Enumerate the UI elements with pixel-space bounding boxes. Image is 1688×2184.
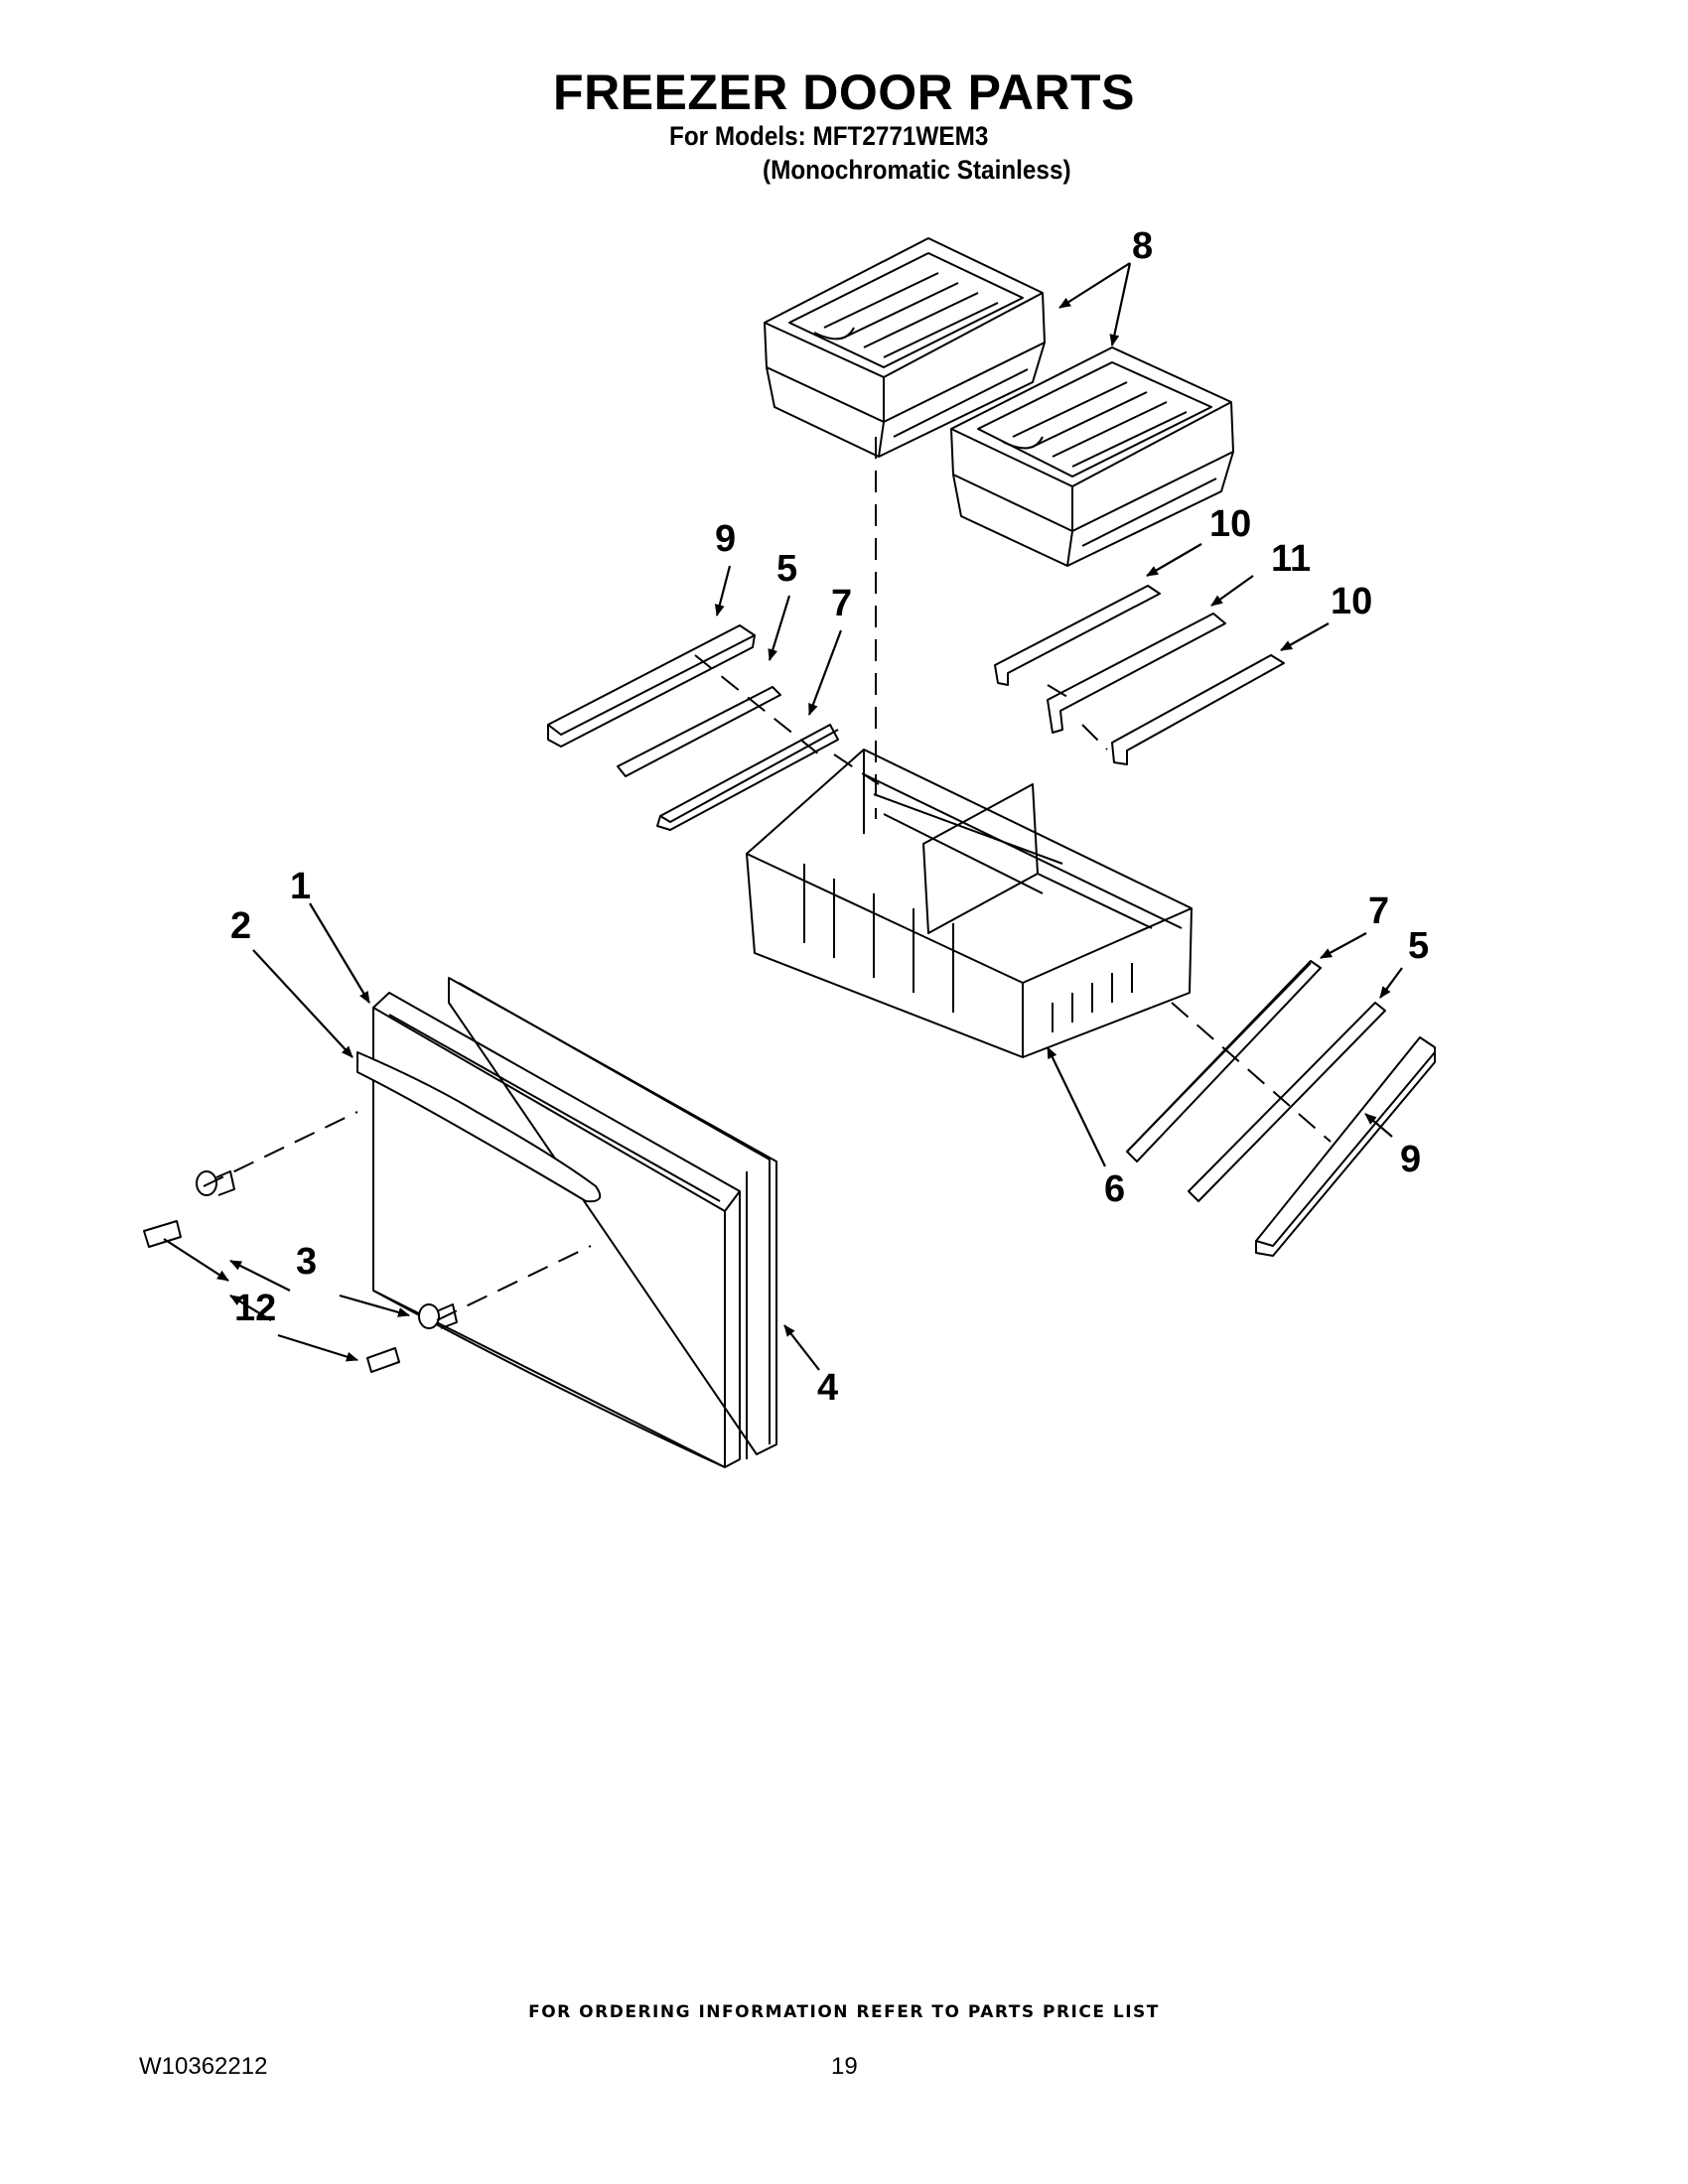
assembly-lines xyxy=(203,437,1332,1321)
ordering-note: FOR ORDERING INFORMATION REFER TO PARTS … xyxy=(528,2002,1160,2022)
callout-11: 11 xyxy=(1271,538,1311,580)
upper-basket-right xyxy=(950,346,1234,567)
upper-basket-left xyxy=(764,237,1046,458)
callout-7-right: 7 xyxy=(1368,890,1389,932)
callouts: 8 10 11 10 9 5 7 1 2 7 5 6 9 3 12 4 xyxy=(230,225,1429,1409)
main-freezer-basket xyxy=(746,749,1193,1058)
callout-6: 6 xyxy=(1104,1168,1125,1210)
leader-arrows xyxy=(163,262,1403,1371)
handle-screws xyxy=(143,1170,458,1373)
rail-set-right-upper xyxy=(994,585,1285,765)
callout-5-right: 5 xyxy=(1408,925,1429,967)
callout-1: 1 xyxy=(290,866,311,907)
callout-9-left: 9 xyxy=(715,518,736,560)
document-number: W10362212 xyxy=(139,2053,268,2080)
callout-7-left: 7 xyxy=(831,583,852,624)
callout-10-upper: 10 xyxy=(1209,503,1251,545)
callout-12: 12 xyxy=(234,1288,276,1329)
page-title: FREEZER DOOR PARTS xyxy=(553,65,1135,120)
door-gasket xyxy=(448,977,777,1459)
callout-8: 8 xyxy=(1132,225,1153,267)
door-handle xyxy=(356,1051,602,1203)
models-line: For Models: MFT2771WEM3 xyxy=(669,121,989,151)
callout-2: 2 xyxy=(230,905,251,947)
callout-3: 3 xyxy=(296,1241,317,1283)
callout-4: 4 xyxy=(817,1367,838,1409)
page-number: 19 xyxy=(831,2053,858,2080)
callout-5-left: 5 xyxy=(776,548,797,590)
callout-10-lower: 10 xyxy=(1331,581,1372,622)
variant-line: (Monochromatic Stainless) xyxy=(763,155,1071,185)
rail-set-right-lower xyxy=(1126,960,1436,1257)
callout-9-right: 9 xyxy=(1400,1139,1421,1180)
rail-set-left xyxy=(547,624,839,831)
freezer-door-panel xyxy=(372,992,741,1468)
